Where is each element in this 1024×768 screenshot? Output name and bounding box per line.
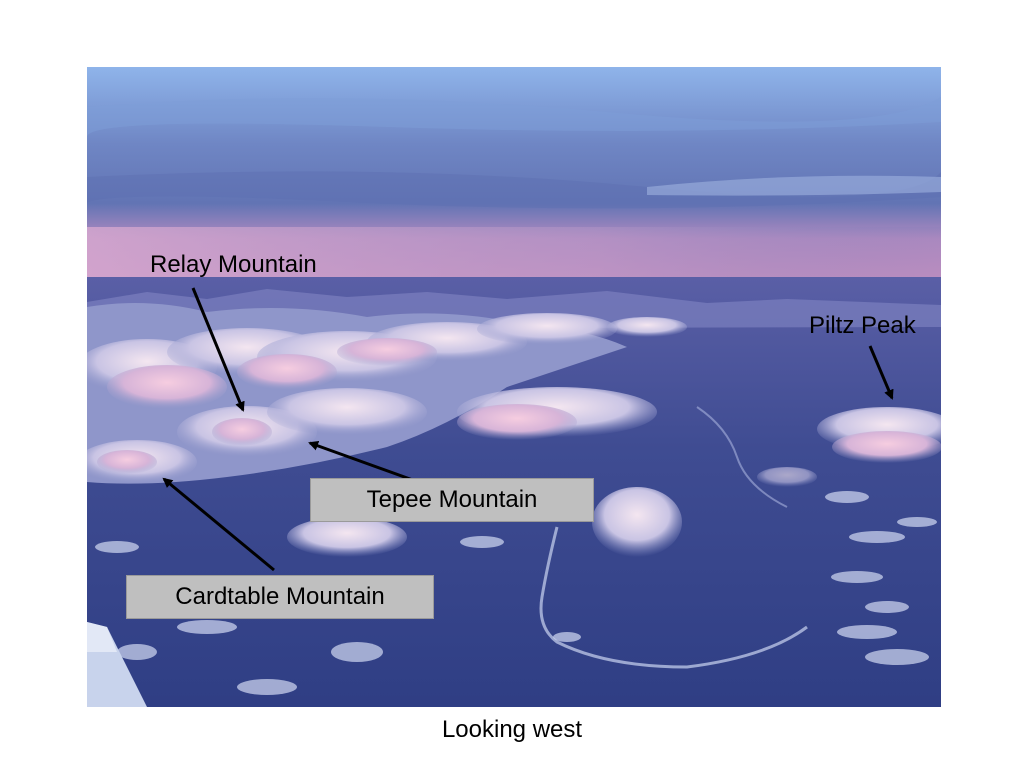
cardtable-mountain-label: Cardtable Mountain: [126, 575, 434, 619]
relay-mountain-label: Relay Mountain: [150, 251, 317, 278]
tepee-mountain-label: Tepee Mountain: [310, 478, 594, 522]
photo-caption: Looking west: [441, 716, 583, 743]
piltz-peak-label: Piltz Peak: [809, 312, 916, 339]
